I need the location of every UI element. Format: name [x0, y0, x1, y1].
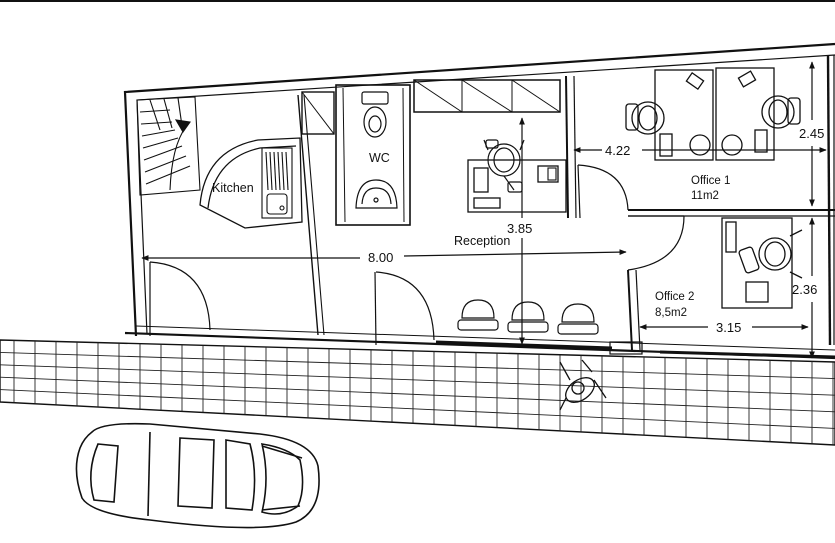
dimension-office2-width: 3.15: [716, 320, 741, 335]
office2-name-label: Office 2: [655, 291, 694, 303]
car-icon: [75, 422, 320, 529]
office2-area-label: 8,5m2: [655, 307, 687, 319]
kitchen-label: Kitchen: [212, 181, 254, 195]
office-chair-icon: [483, 139, 525, 193]
building-walls: [123, 42, 835, 360]
office1-name-label: Office 1: [691, 175, 730, 187]
office2-desk: [721, 217, 803, 309]
dimension-office1-width: 4.22: [605, 143, 630, 158]
dimension-overall-width: 8.00: [368, 250, 393, 265]
kitchen-counter: [199, 137, 303, 229]
sink-icon: [261, 147, 293, 219]
dimension-office1-depth: 2.45: [799, 126, 824, 141]
doors: [149, 164, 685, 355]
dimension-office2-depth: 2.36: [792, 282, 817, 297]
reception-label: Reception: [454, 234, 510, 248]
washbasin-icon: [355, 179, 398, 209]
dimension-lines: [141, 61, 827, 359]
reception-desk: [467, 159, 567, 213]
staircase-icon: [136, 96, 201, 196]
wc-label: WC: [369, 151, 390, 165]
office1-area-label: 11m2: [691, 190, 719, 202]
desk-icon: [547, 167, 557, 181]
office1-desks: [625, 67, 801, 161]
chair-icon: [457, 299, 599, 335]
paved-sidewalk: [0, 339, 835, 446]
dimension-reception-depth: 3.85: [507, 221, 532, 236]
person-icon: [559, 359, 607, 411]
toilet-icon: [361, 91, 389, 138]
